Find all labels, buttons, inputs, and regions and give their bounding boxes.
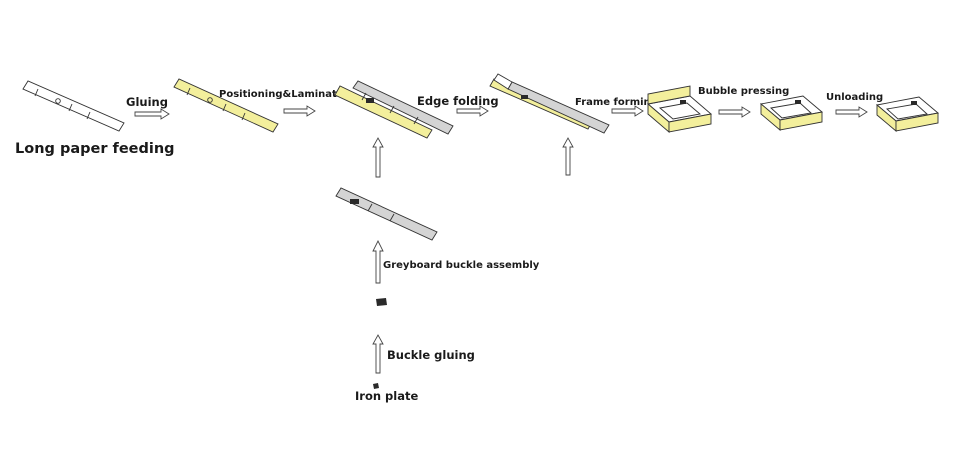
- arrow-right-3: [456, 105, 489, 117]
- buckle-icon: [680, 100, 686, 104]
- arrow-up-4: [372, 334, 384, 374]
- arrow-right-4: [611, 105, 644, 117]
- arrow-right-6: [835, 106, 868, 118]
- label-iron-plate: Iron plate: [355, 389, 418, 403]
- arrow-right-1: [134, 108, 170, 120]
- label-gluing: Gluing: [126, 95, 168, 109]
- edge-folded-strip: [489, 73, 610, 134]
- buckle-icon: [911, 101, 917, 105]
- buckle-icon: [521, 95, 528, 99]
- glued-paper-strip: [173, 78, 279, 133]
- label-long-paper-feeding: Long paper feeding: [15, 141, 175, 157]
- laminated-strip: [334, 80, 454, 139]
- frame-box-3: [875, 96, 940, 132]
- label-greyboard-buckle-assembly: Greyboard buckle assembly: [383, 260, 540, 271]
- buckle-icon: [350, 199, 359, 204]
- arrow-right-2: [283, 105, 316, 117]
- label-frame-forming: Frame forming: [575, 97, 658, 108]
- white-paper-strip: [22, 80, 125, 132]
- greyboard-strip: [335, 187, 438, 241]
- frame-box-2: [759, 95, 824, 131]
- arrow-up-3: [372, 239, 384, 284]
- label-buckle-gluing: Buckle gluing: [387, 348, 475, 362]
- arrow-up-2: [562, 137, 574, 176]
- frame-box-1: [646, 85, 713, 133]
- buckle-icon: [366, 98, 374, 103]
- label-edge-folding: Edge folding: [417, 94, 499, 108]
- iron-plate-icon: [373, 383, 379, 389]
- buckle-piece-icon: [376, 298, 387, 306]
- label-positioning-lamination: Positioning&Lamination: [219, 89, 354, 100]
- label-unloading: Unloading: [826, 92, 883, 103]
- label-bubble-pressing: Bubble pressing: [698, 86, 789, 97]
- buckle-icon: [795, 100, 801, 104]
- arrow-up-1: [372, 137, 384, 178]
- arrow-right-5: [718, 106, 751, 118]
